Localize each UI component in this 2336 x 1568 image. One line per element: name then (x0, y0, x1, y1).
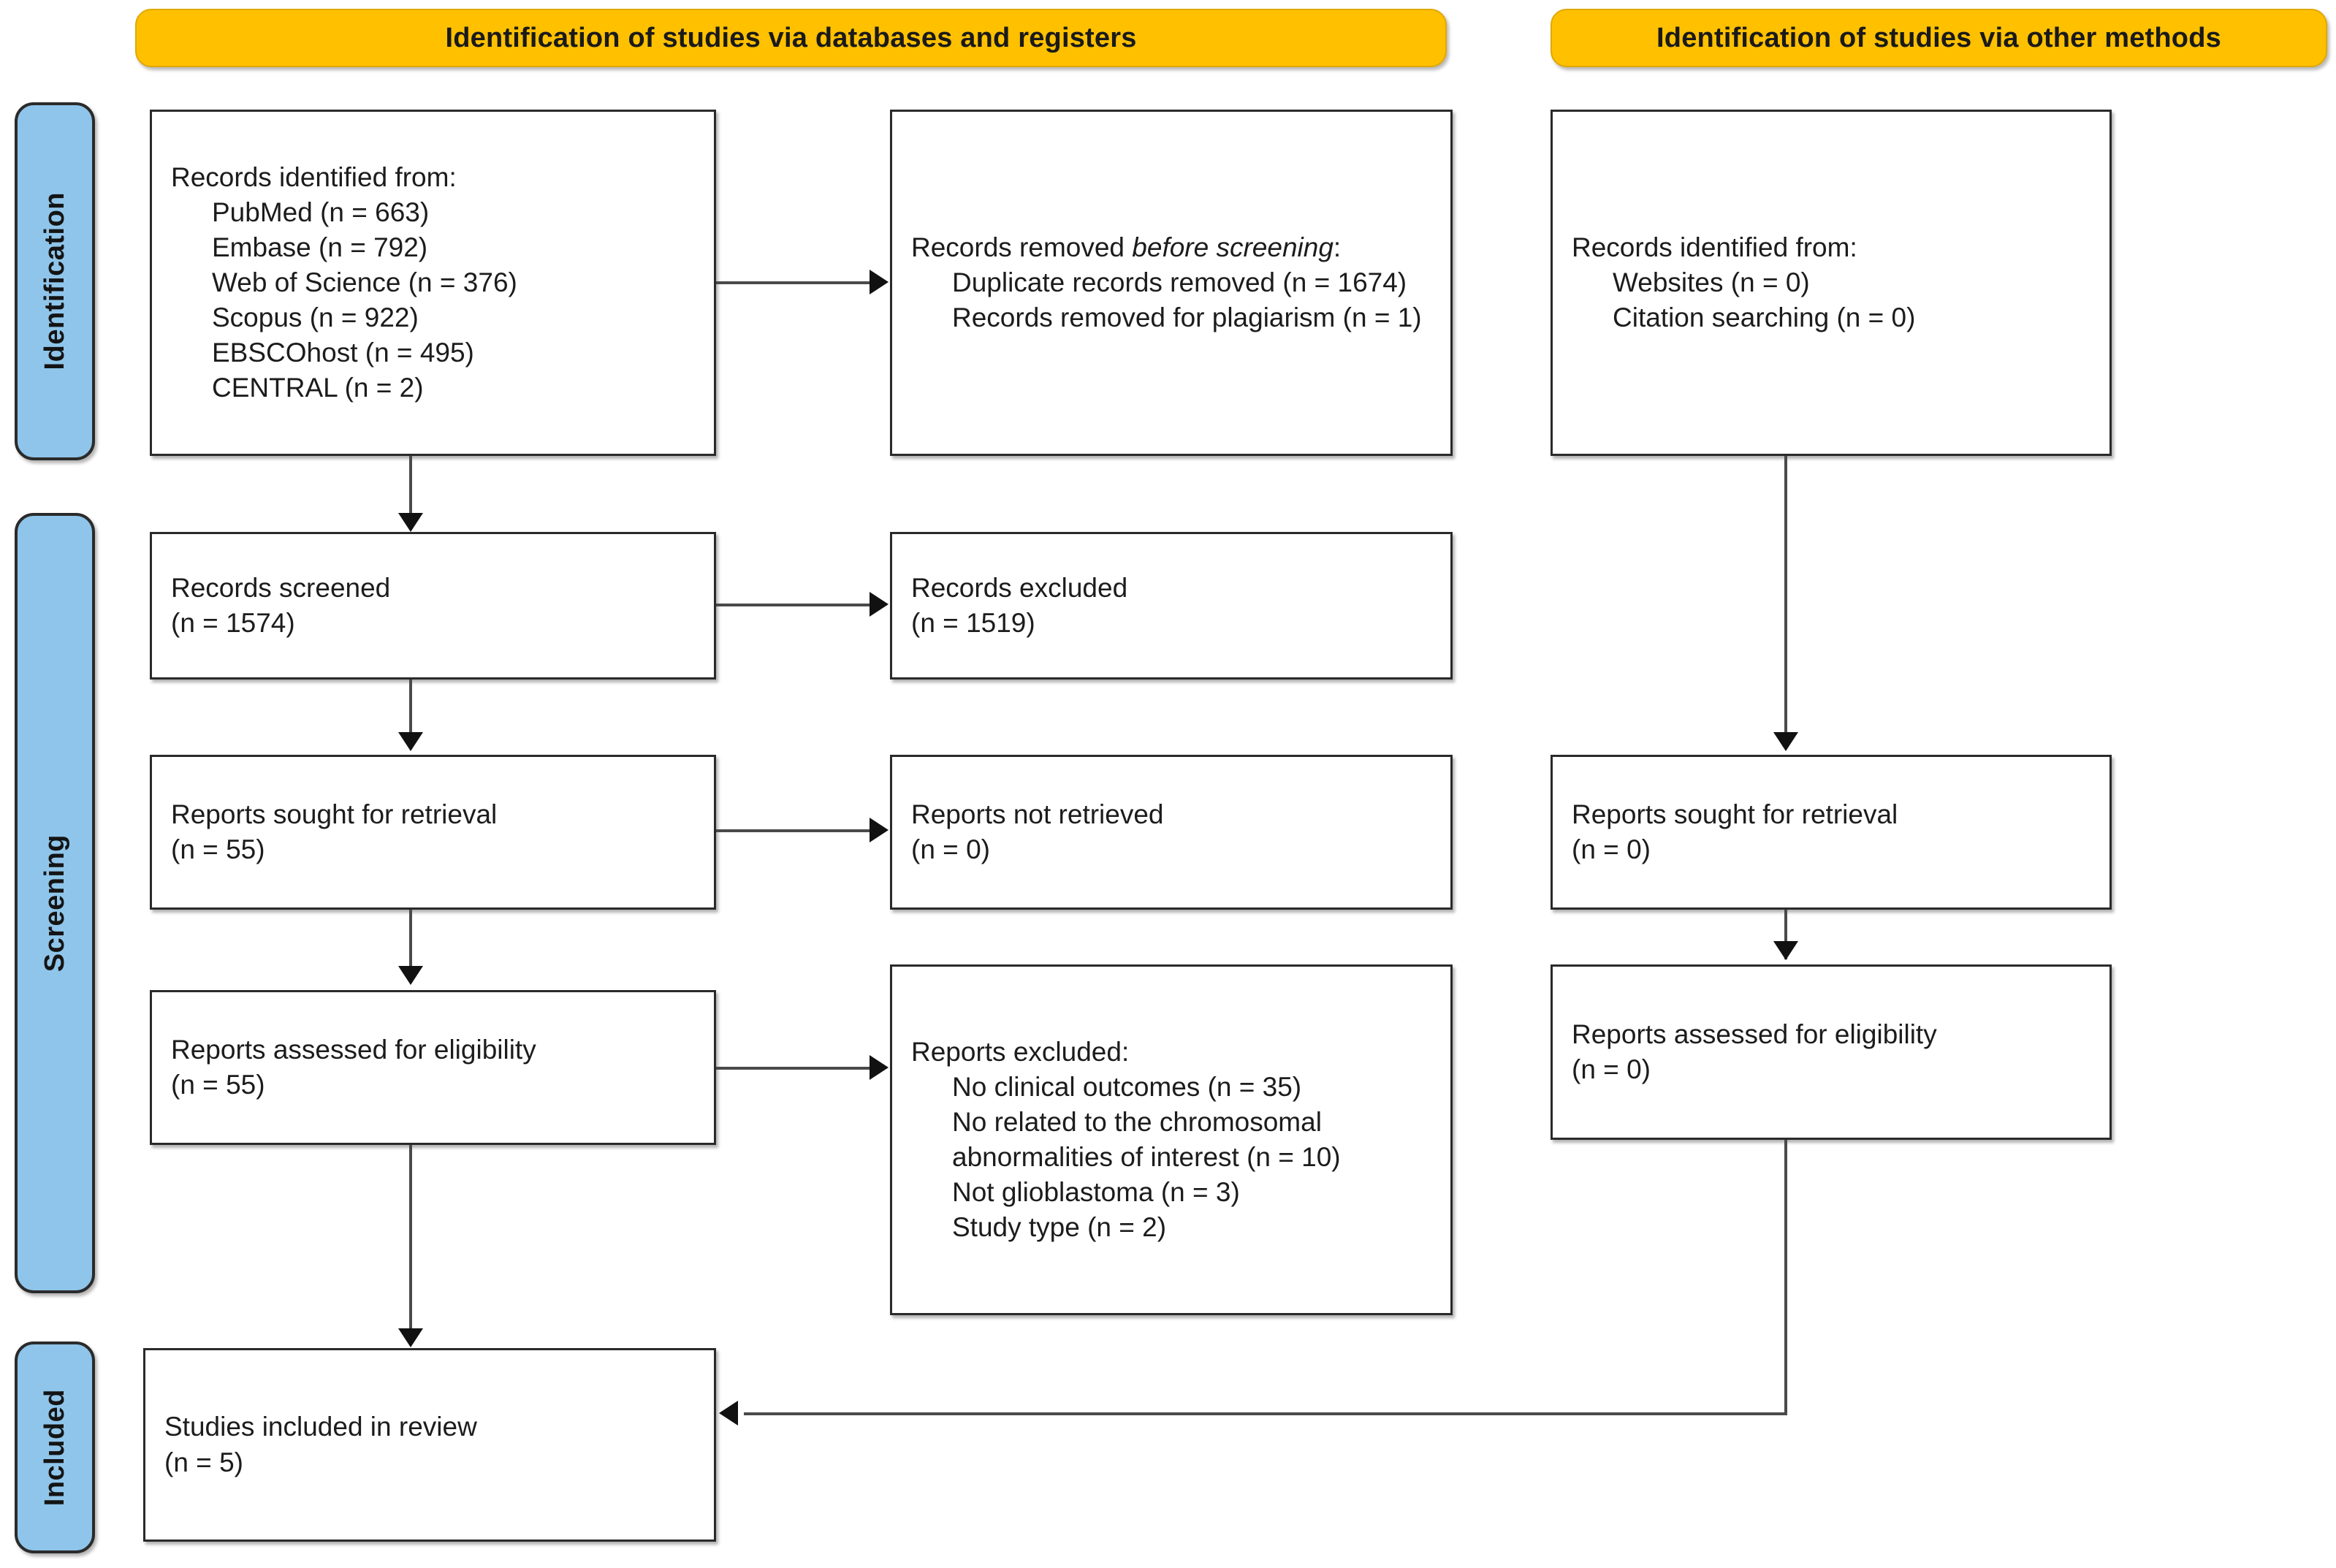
records-identified-item-4: EBSCOhost (n = 495) (212, 338, 474, 368)
arrow-screened-to-excluded (870, 592, 889, 617)
records-screened-count: (n = 1574) (171, 608, 295, 638)
arrow-identified-to-removed (870, 270, 889, 294)
connector-other-identified-to-sought (1784, 456, 1787, 737)
connector-sought-to-assessed (409, 910, 412, 970)
reports-not-retrieved-label: Reports not retrieved (911, 799, 1164, 829)
arrow-other-identified-to-sought (1773, 732, 1798, 751)
reports-excluded-item-0: No clinical outcomes (n = 35) (952, 1071, 1302, 1102)
box-records-excluded: Records excluded (n = 1519) (890, 532, 1453, 680)
phase-header-other-methods-label: Identification of studies via other meth… (1656, 22, 2221, 53)
phase-header-other-methods: Identification of studies via other meth… (1551, 9, 2327, 67)
records-identified-other-title: Records identified from: (1572, 232, 1857, 262)
reports-sought-count: (n = 55) (171, 834, 265, 864)
connector-other-assessed-down (1784, 1140, 1787, 1414)
records-excluded-label: Records excluded (911, 572, 1128, 603)
records-identified-title: Records identified from: (171, 161, 457, 192)
reports-excluded-title: Reports excluded: (911, 1036, 1130, 1067)
box-reports-not-retrieved: Reports not retrieved (n = 0) (890, 755, 1453, 910)
box-reports-sought-other: Reports sought for retrieval (n = 0) (1551, 755, 2112, 910)
arrow-sought-to-assessed (398, 966, 423, 985)
connector-screened-to-excluded (716, 604, 871, 606)
records-excluded-count: (n = 1519) (911, 608, 1035, 638)
reports-excluded-item-1: No related to the chromosomal abnormalit… (952, 1106, 1341, 1172)
records-identified-item-3: Scopus (n = 922) (212, 302, 419, 333)
arrow-sought-to-not-retrieved (870, 818, 889, 842)
stage-rail-identification-label: Identification (39, 192, 70, 370)
box-reports-assessed-other: Reports assessed for eligibility (n = 0) (1551, 964, 2112, 1140)
reports-excluded-item-3: Study type (n = 2) (952, 1212, 1167, 1243)
records-identified-other-item-1: Citation searching (n = 0) (1613, 302, 1916, 333)
records-removed-title-emphasis: before screening (1132, 232, 1334, 262)
records-identified-item-2: Web of Science (n = 376) (212, 267, 517, 297)
stage-rail-screening-label: Screening (39, 834, 70, 973)
reports-excluded-item-2: Not glioblastoma (n = 3) (952, 1177, 1240, 1208)
connector-screened-to-sought (409, 680, 412, 737)
box-records-screened: Records screened (n = 1574) (150, 532, 716, 680)
reports-sought-label: Reports sought for retrieval (171, 799, 498, 829)
box-studies-included: Studies included in review (n = 5) (143, 1348, 716, 1542)
phase-header-databases-label: Identification of studies via databases … (445, 22, 1137, 53)
reports-assessed-other-label: Reports assessed for eligibility (1572, 1019, 1937, 1049)
records-removed-title-post: : (1333, 232, 1342, 262)
arrow-screened-to-sought (398, 732, 423, 751)
connector-identified-to-screened (409, 456, 412, 519)
connector-other-assessed-to-included (744, 1412, 1787, 1415)
arrow-assessed-to-included (398, 1328, 423, 1347)
studies-included-count: (n = 5) (164, 1447, 243, 1477)
stage-rail-included: Included (15, 1341, 95, 1553)
box-reports-sought: Reports sought for retrieval (n = 55) (150, 755, 716, 910)
connector-other-sought-to-assessed (1784, 910, 1787, 959)
connector-assessed-to-included (409, 1145, 412, 1333)
reports-not-retrieved-count: (n = 0) (911, 834, 990, 864)
records-identified-item-0: PubMed (n = 663) (212, 197, 430, 227)
records-removed-item-0: Duplicate records removed (n = 1674) (952, 267, 1407, 297)
arrow-other-sought-to-assessed (1773, 941, 1798, 960)
studies-included-label: Studies included in review (164, 1412, 477, 1442)
box-records-removed: Records removed before screening: Duplic… (890, 110, 1453, 456)
box-records-identified-other: Records identified from: Websites (n = 0… (1551, 110, 2112, 456)
records-removed-title: Records removed before screening: (911, 230, 1431, 265)
records-removed-item-1: Records removed for plagiarism (n = 1) (952, 302, 1422, 333)
phase-header-databases: Identification of studies via databases … (135, 9, 1447, 67)
records-identified-other-item-0: Websites (n = 0) (1613, 267, 1810, 297)
stage-rail-included-label: Included (39, 1388, 70, 1507)
box-reports-assessed: Reports assessed for eligibility (n = 55… (150, 990, 716, 1145)
reports-assessed-other-count: (n = 0) (1572, 1054, 1651, 1084)
box-reports-excluded: Reports excluded: No clinical outcomes (… (890, 964, 1453, 1315)
arrow-identified-to-screened (398, 513, 423, 532)
stage-rail-screening: Screening (15, 513, 95, 1293)
arrow-other-assessed-to-included (719, 1401, 738, 1426)
records-identified-item-5: CENTRAL (n = 2) (212, 373, 424, 403)
reports-sought-other-label: Reports sought for retrieval (1572, 799, 1898, 829)
box-records-identified: Records identified from: PubMed (n = 663… (150, 110, 716, 456)
records-removed-title-pre: Records removed (911, 232, 1133, 262)
reports-assessed-count: (n = 55) (171, 1070, 265, 1100)
connector-sought-to-not-retrieved (716, 829, 871, 832)
connector-assessed-to-excluded (716, 1067, 871, 1070)
arrow-assessed-to-excluded (870, 1055, 889, 1080)
connector-identified-to-removed (716, 281, 871, 284)
records-identified-item-1: Embase (n = 792) (212, 232, 428, 262)
reports-assessed-label: Reports assessed for eligibility (171, 1034, 536, 1065)
reports-sought-other-count: (n = 0) (1572, 834, 1651, 864)
records-screened-label: Records screened (171, 572, 391, 603)
stage-rail-identification: Identification (15, 102, 95, 460)
